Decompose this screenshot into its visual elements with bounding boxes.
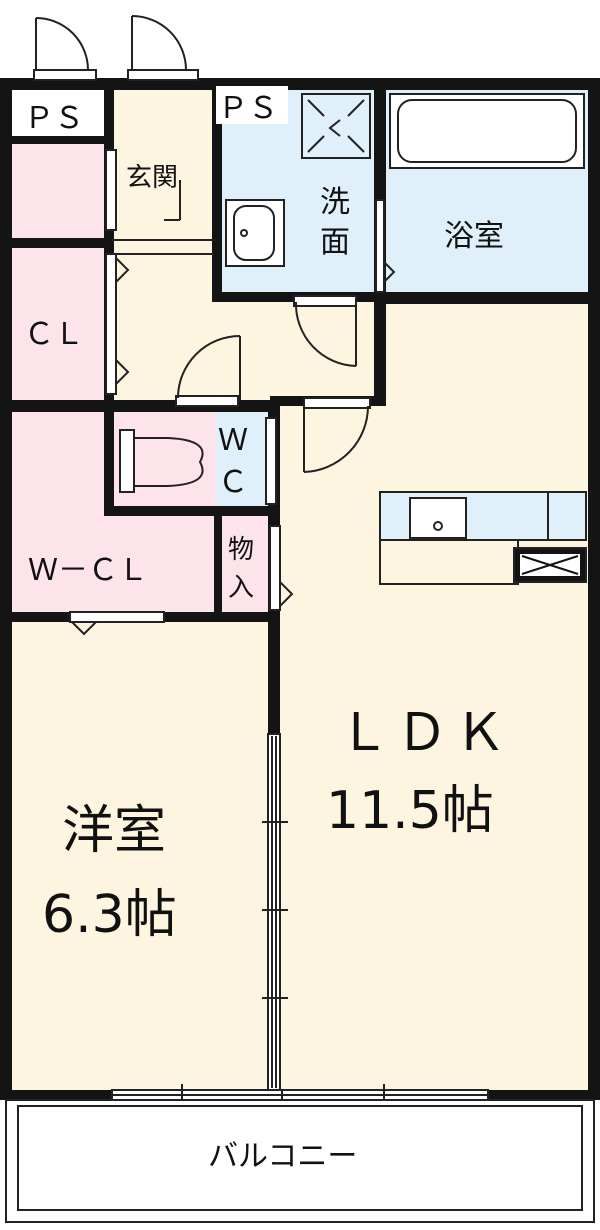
wall-cl-bottom <box>10 400 280 412</box>
door-washroom <box>293 295 357 367</box>
wall-bath-bottom <box>374 292 590 304</box>
label-wc-1: Ｗ <box>218 423 248 458</box>
label-washroom-1: 洗 <box>320 185 350 220</box>
door-storage <box>269 525 294 611</box>
door-wc-side <box>265 417 277 505</box>
interior-doors <box>69 149 489 1106</box>
door-swing-left <box>33 17 97 81</box>
wall-ps-bottom <box>10 136 110 144</box>
ps-label-right: ＰＳ <box>218 91 278 126</box>
storage-area <box>222 516 270 614</box>
label-western-size: 6.3帖 <box>42 885 177 945</box>
closet-upper-area <box>10 140 110 240</box>
wall-left-column <box>104 88 114 414</box>
door-ldk <box>303 397 371 473</box>
wall-storage-left <box>214 514 222 618</box>
door-closet-upper <box>105 149 117 231</box>
wall-wc-bottom <box>104 506 280 516</box>
closet-area <box>10 246 110 402</box>
label-storage-2: 入 <box>228 573 254 603</box>
ldk-area <box>278 300 590 1095</box>
label-ldk-size: 11.5帖 <box>326 781 494 841</box>
ps-box-right <box>216 86 288 124</box>
entry-doors <box>33 15 199 81</box>
door-walkin-closet <box>69 611 165 636</box>
label-entrance: 玄関 <box>126 163 178 193</box>
toilet <box>119 429 204 493</box>
kitchen-counter <box>379 491 587 585</box>
balcony-area <box>5 1099 595 1223</box>
washer-space <box>301 93 371 159</box>
label-walkin-closet: Ｗ－ＣＬ <box>28 553 148 588</box>
ps-label-left: ＰＳ <box>24 101 84 136</box>
wall-cl-divider <box>10 238 110 248</box>
label-closet: ＣＬ <box>24 317 84 352</box>
outer-wall-right <box>588 78 600 1098</box>
hallway-area <box>112 88 216 404</box>
label-western-name: 洋室 <box>62 801 166 861</box>
label-bath: 浴室 <box>444 219 504 254</box>
door-closet <box>105 253 130 395</box>
washbasin <box>225 199 285 267</box>
outer-wall-left <box>0 78 12 1098</box>
label-washroom-2: 面 <box>320 225 350 260</box>
door-bath <box>375 199 396 293</box>
western-room-area <box>10 618 272 1095</box>
room-labels: 玄関 洗 面 浴室 ＣＬ Ｗ Ｃ Ｗ－ＣＬ 物 入 ＬＤＫ 11.5帖 洋室 6… <box>24 163 512 1174</box>
label-wc-2: Ｃ <box>218 465 248 500</box>
door-wc <box>175 335 241 407</box>
label-storage-1: 物 <box>228 535 254 565</box>
wall-wc-left <box>104 404 114 516</box>
ps-boxes: ＰＳ ＰＳ <box>14 86 288 136</box>
wall-washroom-left <box>212 88 222 300</box>
balcony-rail <box>17 1105 583 1211</box>
balcony-windows <box>111 1084 489 1106</box>
door-entrance-inner <box>112 180 214 255</box>
balcony <box>5 1099 595 1223</box>
label-balcony: バルコニー <box>208 1139 357 1174</box>
ps-box-left <box>14 92 104 136</box>
label-ldk-name: ＬＤＫ <box>338 703 512 763</box>
door-swing-right <box>127 15 199 81</box>
bathtub <box>389 93 585 169</box>
